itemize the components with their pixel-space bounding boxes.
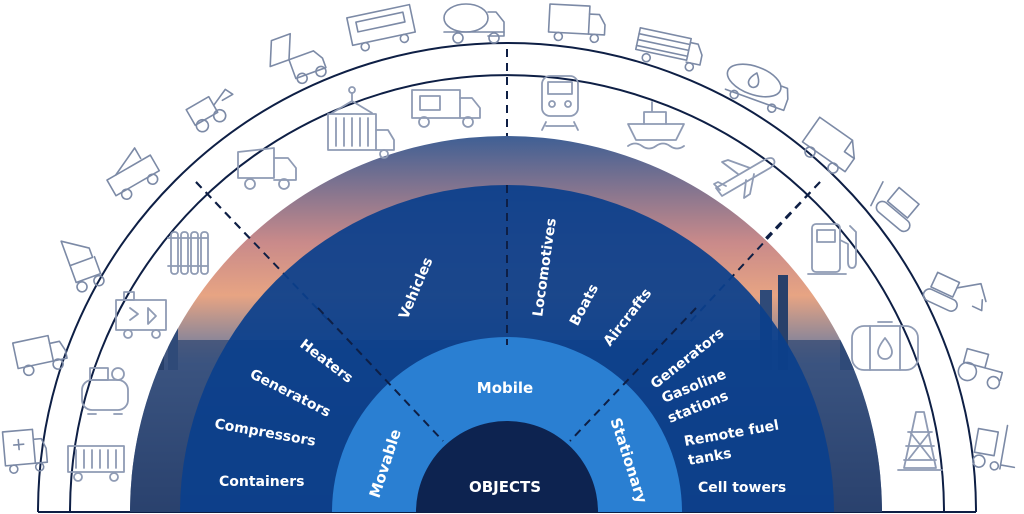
fuel-pump-icon — [807, 223, 857, 275]
label-mobile: Mobile — [477, 379, 533, 397]
label-containers: Containers — [219, 474, 305, 490]
shipping-container-crane-icon — [327, 86, 395, 159]
crawler-excavator-icon — [922, 271, 987, 312]
military-vehicle-icon — [11, 334, 68, 377]
label-cell-towers: Cell towers — [698, 480, 786, 496]
tipper-truck-icon — [269, 32, 327, 85]
van-icon — [801, 116, 856, 174]
crane-truck-icon — [106, 147, 161, 200]
garbage-truck-icon — [411, 89, 481, 128]
bulldozer-icon — [870, 181, 920, 233]
center-core — [416, 421, 598, 512]
forklift-icon — [972, 424, 1016, 471]
outer-ring — [37, 42, 977, 513]
fuel-tank-icon — [851, 321, 919, 371]
box-truck-icon — [547, 3, 606, 44]
middle-ring — [69, 74, 945, 513]
ambulance-icon — [1, 428, 49, 474]
locomotive-icon — [346, 3, 417, 52]
label-remote-2: tanks — [687, 446, 733, 469]
oil-derrick-icon — [897, 411, 943, 471]
train-icon — [541, 75, 579, 131]
fuel-tanker-icon — [724, 63, 789, 113]
timber-truck-icon — [634, 27, 703, 72]
dump-truck-icon — [237, 147, 297, 190]
container-wagon-icon — [67, 445, 125, 482]
center-label: OBJECTS — [469, 478, 541, 496]
airplane-icon — [713, 157, 776, 199]
drilling-rig-icon — [60, 240, 105, 293]
ship-icon — [627, 101, 685, 150]
air-compressor-icon — [81, 367, 129, 415]
tractor-icon — [957, 347, 1004, 390]
radiator-icon — [167, 231, 209, 275]
generator-icon — [115, 291, 167, 339]
wheel-loader-icon — [185, 88, 234, 133]
concrete-mixer-icon — [443, 3, 505, 44]
